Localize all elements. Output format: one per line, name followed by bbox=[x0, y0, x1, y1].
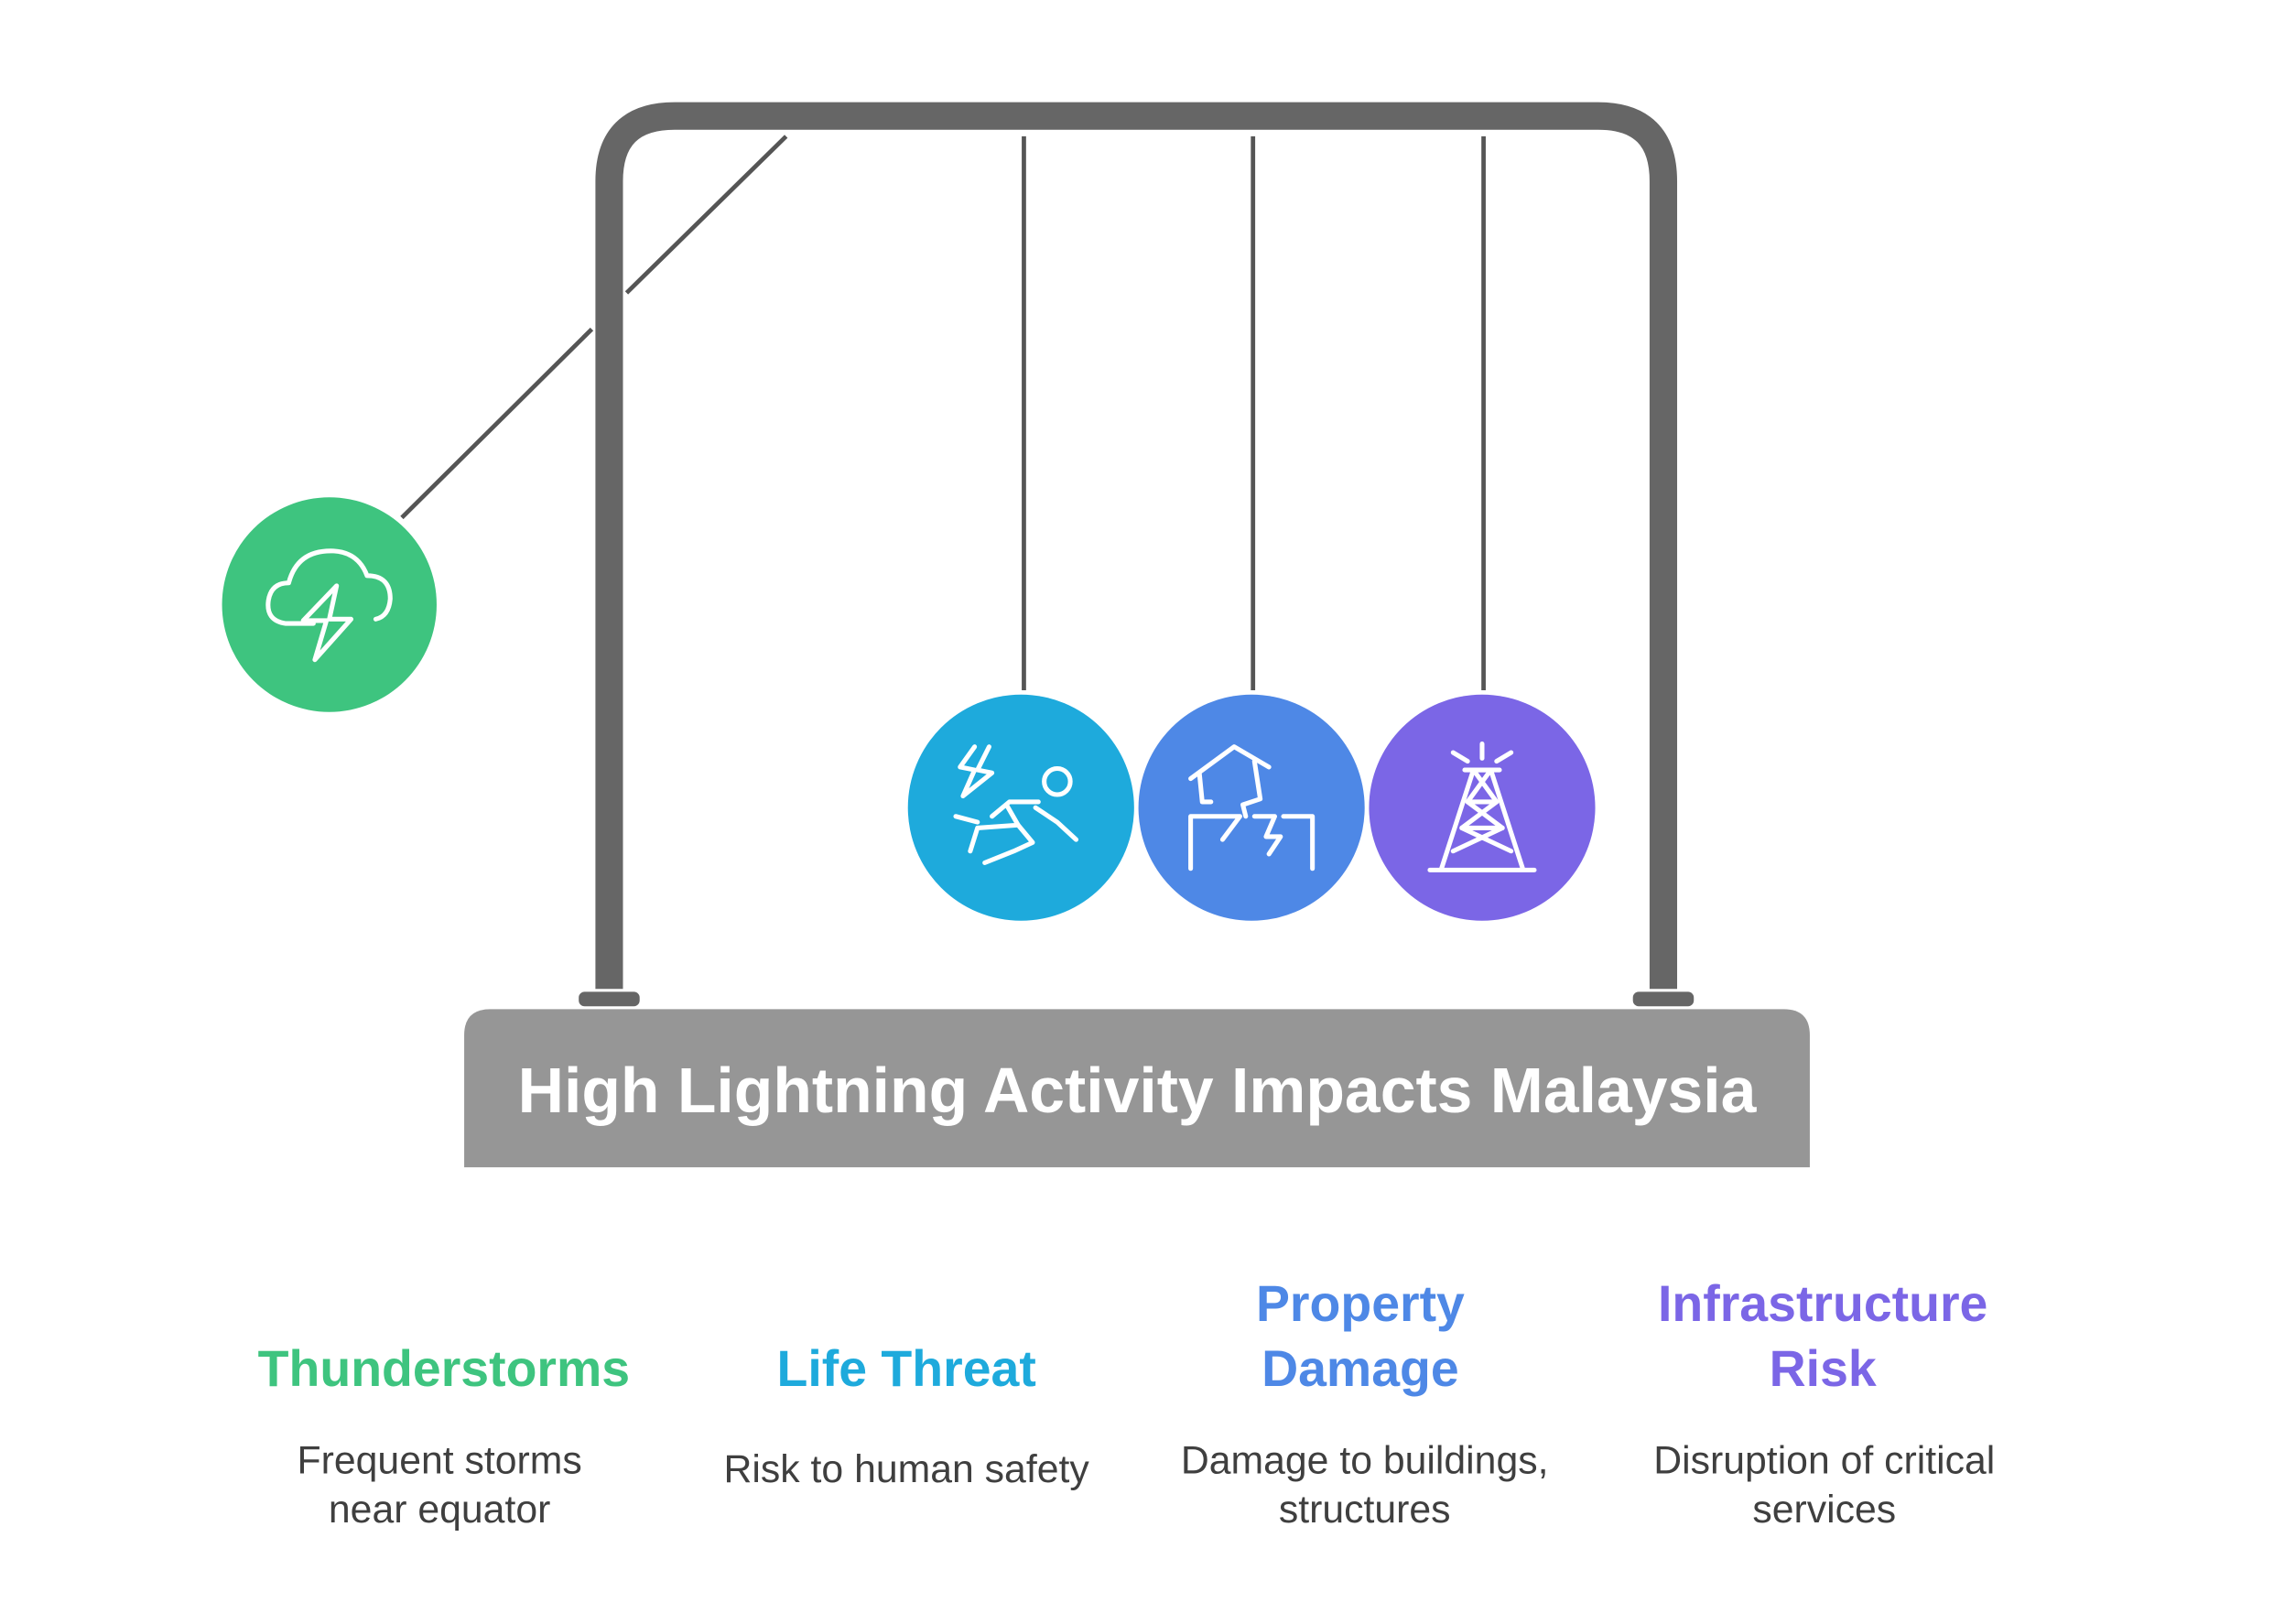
pendulum-ball-property-damage bbox=[1138, 694, 1365, 921]
label-thunderstorms: Thunderstorms Frequent storms near equat… bbox=[258, 1340, 630, 1532]
pendulum-string-thunderstorms-lower bbox=[400, 327, 594, 520]
cracked-house-icon bbox=[1188, 744, 1316, 872]
heading-thunderstorms: Thunderstorms bbox=[258, 1340, 630, 1397]
heading-property-damage-line-2: Damage bbox=[1262, 1340, 1459, 1397]
frame-foot-left bbox=[579, 991, 640, 1007]
desc-property-damage-line-2: structures bbox=[1279, 1488, 1451, 1532]
cradle-frame bbox=[595, 102, 1678, 990]
desc-property-damage-line-1: Damage to buildings, bbox=[1181, 1438, 1549, 1482]
label-infrastructure-risk: Infrastructure Risk Disruption of critic… bbox=[1653, 1275, 1995, 1532]
heading-property-damage-line-1: Property bbox=[1256, 1275, 1465, 1332]
diagram-title: High Lightning Activity Impacts Malaysia bbox=[518, 1055, 1758, 1126]
label-property-damage: Property Damage Damage to buildings, str… bbox=[1181, 1275, 1549, 1532]
desc-infrastructure-risk-line-2: services bbox=[1752, 1488, 1896, 1532]
desc-infrastructure-risk-line-1: Disruption of critical bbox=[1653, 1438, 1995, 1482]
desc-thunderstorms-line-1: Frequent storms bbox=[298, 1438, 582, 1482]
pendulum-ball-thunderstorms bbox=[222, 497, 437, 712]
heading-life-threat: Life Threat bbox=[776, 1340, 1035, 1397]
heading-infrastructure-risk-line-1: Infrastructure bbox=[1658, 1275, 1987, 1332]
storm-cloud-icon bbox=[265, 548, 393, 663]
desc-life-threat: Risk to human safety bbox=[724, 1447, 1090, 1491]
transmission-tower-icon bbox=[1427, 742, 1537, 872]
frame-foot-right bbox=[1632, 991, 1695, 1007]
title-base bbox=[464, 1009, 1810, 1168]
label-life-threat: Life Threat Risk to human safety bbox=[724, 1340, 1090, 1491]
pendulum-ball-infrastructure-risk bbox=[1369, 694, 1596, 921]
pendulum-string-thunderstorms bbox=[624, 135, 788, 295]
struck-person-icon bbox=[953, 744, 1079, 865]
desc-thunderstorms-line-2: near equator bbox=[329, 1488, 550, 1532]
heading-infrastructure-risk-line-2: Risk bbox=[1770, 1340, 1877, 1397]
pendulum-ball-life-threat bbox=[907, 694, 1134, 921]
